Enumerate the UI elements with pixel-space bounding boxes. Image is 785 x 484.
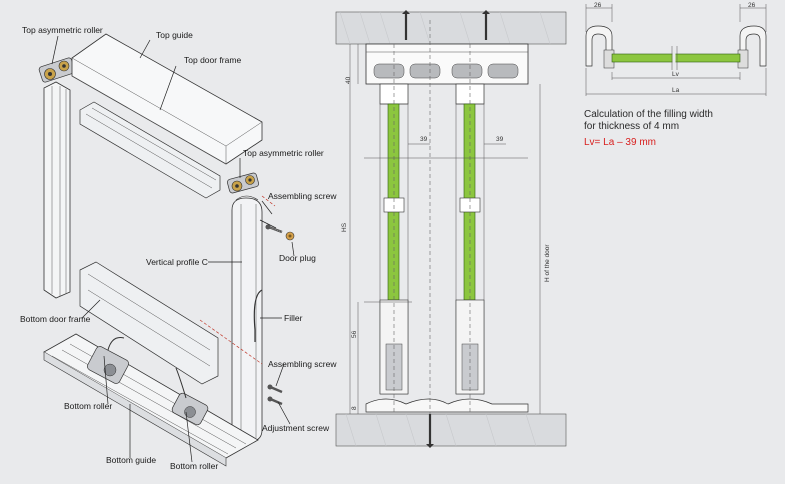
label-assembling-screw-2: Assembling screw — [268, 359, 337, 369]
bottom-guide — [43, 333, 259, 467]
label-top-door-frame: Top door frame — [184, 55, 241, 65]
bottom-door-frame — [79, 261, 219, 385]
label-bottom-roller-2: Bottom roller — [170, 461, 218, 471]
dim-la: La — [672, 87, 680, 94]
label-bottom-guide: Bottom guide — [106, 455, 156, 465]
vertical-profile-c — [231, 195, 263, 443]
top-guide — [71, 33, 263, 165]
leader-lines — [51, 35, 295, 463]
calc-text-line-1: Calculation of the filling width — [584, 109, 713, 120]
bottom-roller-1 — [87, 337, 129, 384]
assembling-screw-1 — [265, 224, 283, 234]
assembling-screw-2 — [267, 384, 283, 394]
ceiling-block — [335, 11, 567, 45]
top-door-frame — [79, 101, 221, 199]
filling-panel-detail — [611, 53, 741, 63]
left-vertical-profile — [43, 81, 71, 299]
label-filler: Filler — [284, 313, 303, 323]
dim-lv: Lv — [672, 71, 680, 78]
dim-bottom-height: 8 — [351, 406, 358, 410]
label-top-guide: Top guide — [156, 30, 193, 40]
dim-right-edge: 26 — [748, 2, 756, 9]
label-bottom-roller-1: Bottom roller — [64, 401, 112, 411]
label-assembling-screw-1: Assembling screw — [268, 191, 337, 201]
ceiling-screws — [402, 10, 490, 40]
calc-formula: Lv= La – 39 mm — [584, 137, 656, 148]
bottom-roller-2 — [171, 367, 209, 426]
label-vertical-profile-c: Vertical profile C — [146, 257, 208, 267]
adjustment-screw — [267, 396, 283, 406]
dimension-lines — [349, 44, 541, 414]
dim-offset-1: 39 — [420, 136, 428, 143]
label-bottom-door-frame: Bottom door frame — [20, 314, 91, 324]
top-asymmetric-roller-right — [227, 172, 259, 194]
calc-text-line-2: for thickness of 4 mm — [584, 121, 679, 132]
dim-top-height: 40 — [345, 76, 352, 84]
dim-left-edge: 26 — [594, 2, 602, 9]
filler-strip — [253, 289, 263, 342]
alignment-line — [199, 319, 263, 365]
top-asymmetric-roller-left — [38, 57, 76, 83]
label-top-asymmetric-roller-1: Top asymmetric roller — [22, 25, 103, 35]
label-adjustment-screw: Adjustment screw — [262, 423, 330, 433]
floor-screw — [426, 414, 434, 448]
exploded-view: Top asymmetric roller Top guide Top door… — [20, 25, 337, 471]
dim-hs: HS — [341, 222, 348, 232]
door-plug — [285, 231, 295, 241]
dim-door-height: H of the door — [544, 244, 551, 282]
label-door-plug: Door plug — [279, 253, 316, 263]
dim-offset-2: 39 — [496, 136, 504, 143]
filling-detail: 26 26 Lv La Calculation of the filling w… — [584, 2, 767, 148]
section-view: 40 HS 39 39 56 8 H of the door — [335, 10, 567, 448]
dim-lower-height: 56 — [351, 330, 358, 338]
label-top-asymmetric-roller-2: Top asymmetric roller — [243, 148, 324, 158]
bottom-track — [365, 398, 529, 413]
